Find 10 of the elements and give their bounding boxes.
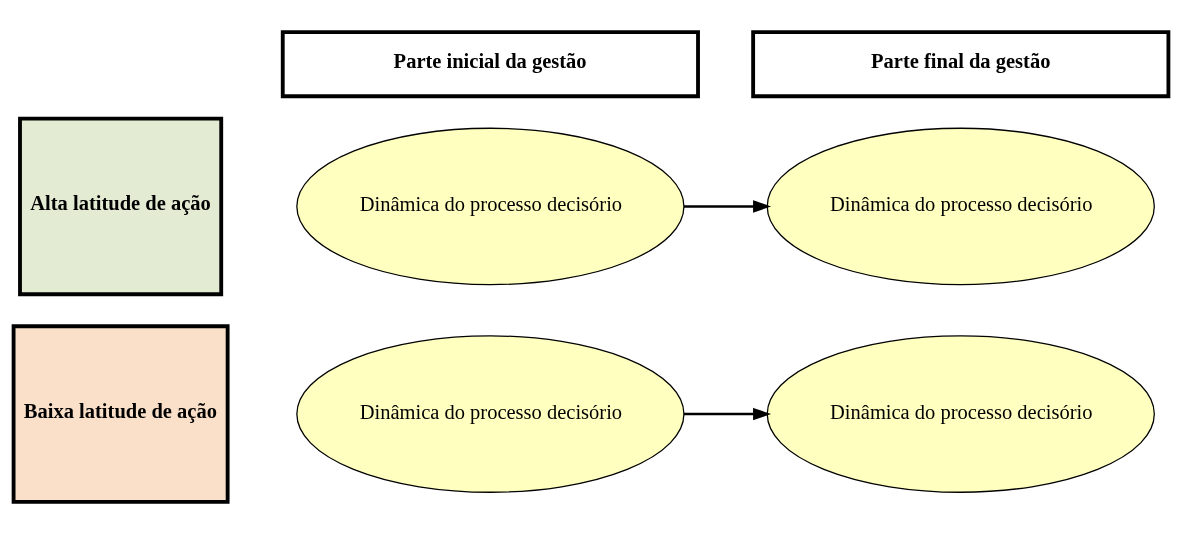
- arrow: [684, 199, 772, 213]
- node-box: Baixa latitude de ação: [11, 323, 230, 504]
- node-ellipse: Dinâmica do processo decisório: [296, 127, 685, 285]
- node-box: Parte final da gestão: [751, 29, 1171, 98]
- node-ellipse: Dinâmica do processo decisório: [766, 334, 1155, 493]
- node-ellipse: Dinâmica do processo decisório: [296, 334, 685, 493]
- node-ellipse: Dinâmica do processo decisório: [766, 127, 1155, 285]
- node-box: Alta latitude de ação: [18, 116, 224, 296]
- node-box: Parte inicial da gestão: [280, 29, 700, 98]
- arrow: [684, 407, 772, 420]
